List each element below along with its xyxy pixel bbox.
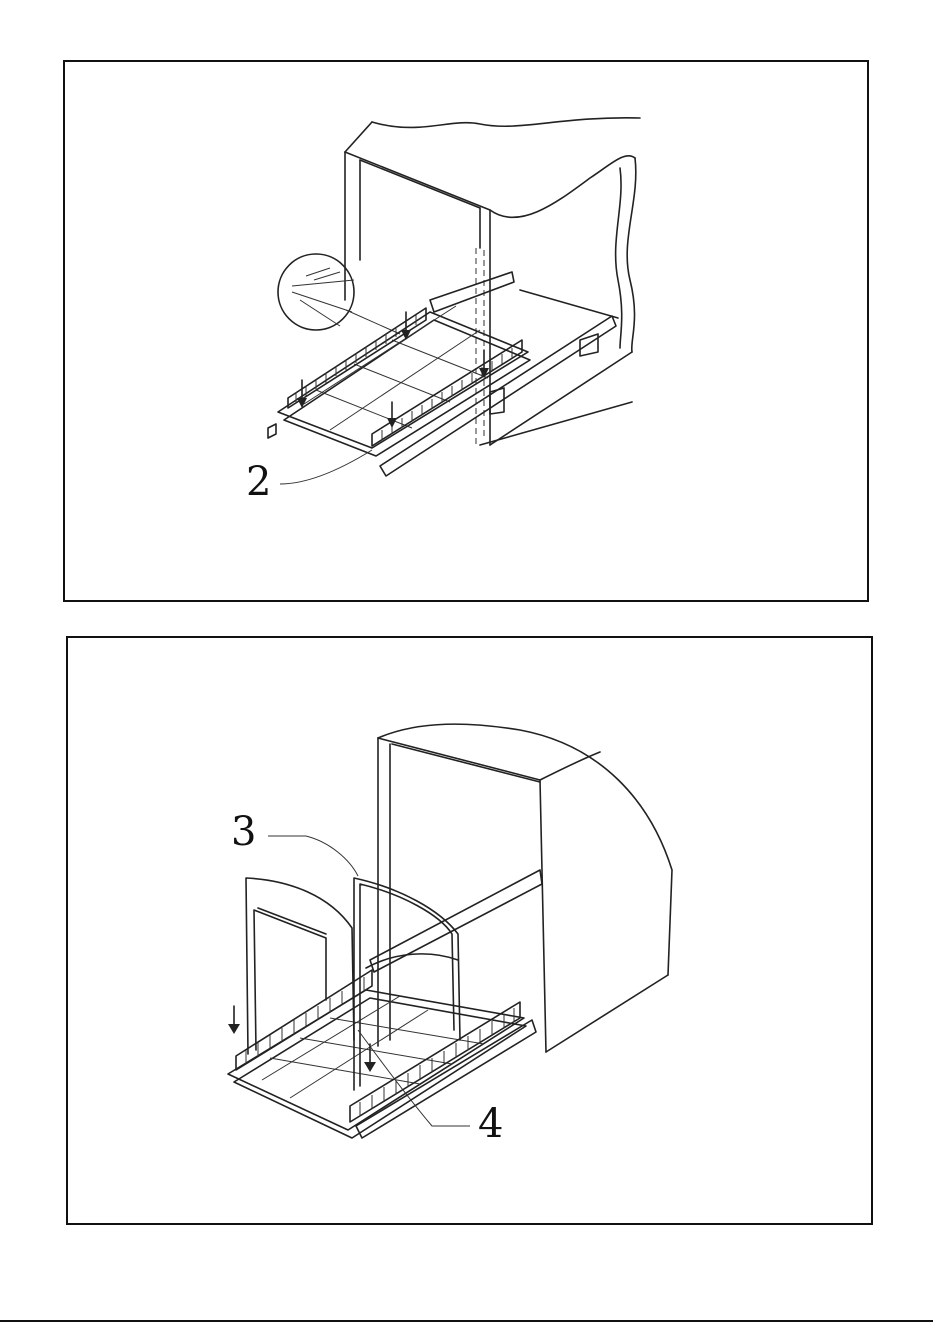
cabinet-illustration-top bbox=[345, 118, 640, 445]
callout-leader-2 bbox=[280, 450, 372, 484]
callout-label-2: 2 bbox=[246, 462, 271, 502]
magnifier-detail-circle bbox=[278, 254, 400, 334]
assembly-step-panel-bottom bbox=[66, 636, 873, 1225]
callout-label-3: 3 bbox=[231, 812, 256, 852]
page-bottom-rule bbox=[0, 1320, 933, 1322]
callout-label-4: 4 bbox=[478, 1104, 503, 1144]
